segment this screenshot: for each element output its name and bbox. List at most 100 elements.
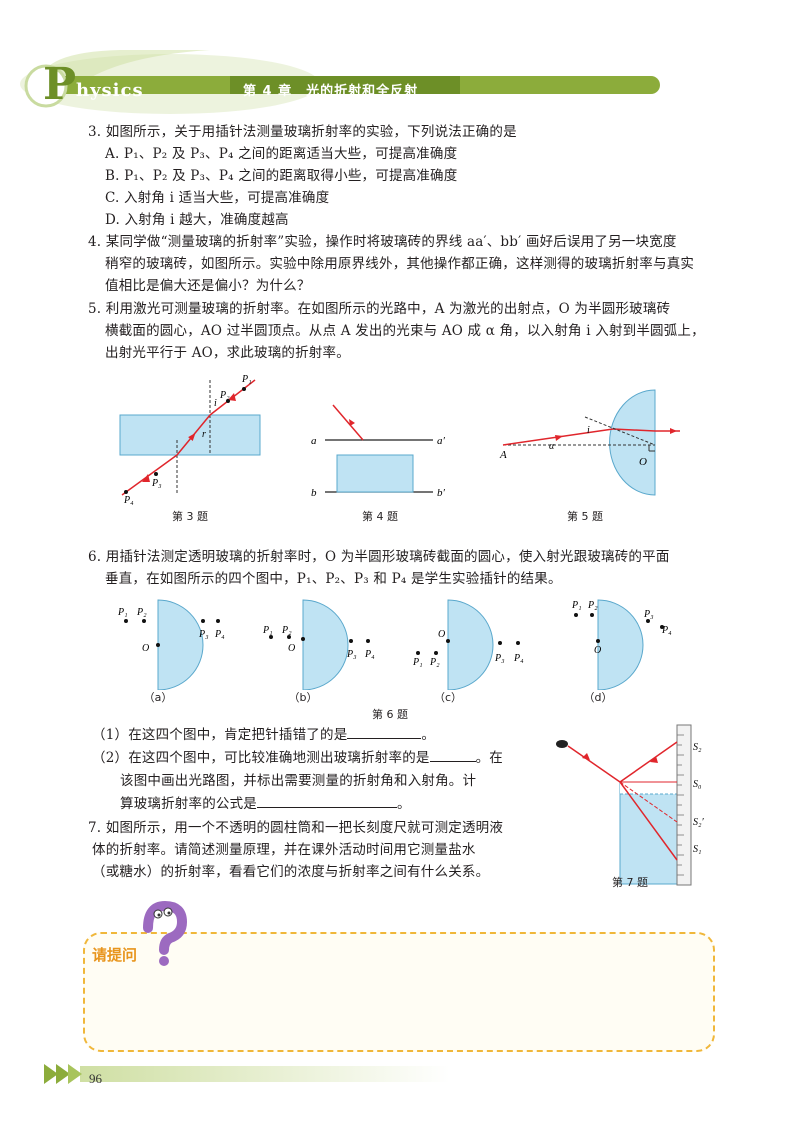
ruler-ticks <box>677 734 684 876</box>
sight-ray <box>567 745 621 783</box>
reflected-ray <box>619 741 678 783</box>
svg-text:P₃: P₃ <box>346 649 357 660</box>
svg-text:P₃: P₃ <box>494 653 505 664</box>
empty-space <box>620 782 684 794</box>
pin-p3 <box>154 472 158 476</box>
emergent-ray <box>121 454 178 496</box>
q7-line-1: 7. 如图所示，用一个不透明的圆柱筒和一把长刻度尺就可测定透明液 <box>88 820 504 836</box>
q6-part-2-line-3: 算玻璃折射率的公式是。 <box>120 793 411 816</box>
figure-6: P₁ P₂ P₃ P₄ O P₁ P₂ P₃ P₄ O P₁ P₂ P₃ P₄ … <box>117 599 672 690</box>
semicircle-glass <box>609 389 656 496</box>
label-s0: S₀ <box>693 779 702 790</box>
ask-label: 请提问 <box>92 946 138 964</box>
svg-text:P₄: P₄ <box>661 625 672 636</box>
q6-part-2-end: 。在 <box>475 750 503 766</box>
q5-line-2: 横截面的圆心，AO 过半圆顶点。从点 A 发出的光束与 AO 成 α 角，以入射… <box>105 323 705 339</box>
q4-line-2: 稍窄的玻璃砖，如图所示。实验中除用原界线外，其他操作都正确，这样测得的玻璃折射率… <box>105 256 695 272</box>
label-i: i <box>587 425 590 436</box>
label-a-point: A <box>499 449 507 461</box>
normal-line <box>584 416 656 446</box>
q7-line-2: 体的折射率。请简述测量原理，并在课外活动时间用它测量盐水 <box>92 842 476 858</box>
panel-c-label: （c） <box>433 691 463 704</box>
arrow-head <box>650 756 658 763</box>
pin-p4 <box>124 490 128 494</box>
svg-text:P₄: P₄ <box>214 629 225 640</box>
svg-text:O: O <box>142 643 149 654</box>
q5-line-3: 出射光平行于 AO，求此玻璃的折射率。 <box>105 345 350 361</box>
question-box[interactable] <box>83 932 715 1052</box>
figure-7-caption: 第 7 题 <box>612 876 648 889</box>
panel-a: P₁ P₂ P₃ P₄ O <box>117 599 225 690</box>
pin-p1 <box>242 387 246 391</box>
label-p4: P₄ <box>123 495 134 505</box>
panel-b: P₁ P₂ P₃ P₄ O <box>262 599 375 690</box>
refracted-ray <box>612 428 656 432</box>
narrow-glass-block <box>336 454 414 493</box>
label-s1: S₁ <box>693 844 701 855</box>
arrow-head <box>582 753 590 760</box>
q6-part-1: （1）在这四个图中，肯定把针插错了的是 。 <box>92 724 435 747</box>
svg-text:P₃: P₃ <box>198 629 209 640</box>
q3-option-a: A. P₁、P₂ 及 P₃、P₄ 之间的距离适当大些，可提高准确度 <box>105 146 458 162</box>
liquid-container <box>619 781 685 885</box>
header-banner <box>20 50 660 114</box>
svg-text:P₄: P₄ <box>513 653 524 664</box>
arrow-head <box>228 393 236 401</box>
label-o: O <box>639 456 647 468</box>
q6-part-2-text: （2）在这四个图中，可比较准确地测出玻璃折射率的是 <box>92 750 430 766</box>
q3-option-c: C. 入射角 i 适当大些，可提高准确度 <box>105 190 330 206</box>
svg-text:P₂: P₂ <box>429 657 440 668</box>
footer-bar <box>44 1064 450 1084</box>
label-r: r <box>202 429 206 440</box>
svg-text:P₄: P₄ <box>364 649 375 660</box>
svg-text:P₃: P₃ <box>643 609 654 620</box>
pin-p2 <box>226 399 230 403</box>
panel-d: P₁ P₂ P₃ P₄ O <box>571 599 672 690</box>
figure-6-caption: 第 6 题 <box>372 708 408 721</box>
q3-option-d: D. 入射角 i 越大，准确度越高 <box>105 212 289 228</box>
chapter-title: 第 4 章 光的折射和全反射 <box>243 84 419 99</box>
panel-c: P₁ P₂ P₃ P₄ O <box>412 599 524 690</box>
svg-text:O: O <box>594 645 601 656</box>
svg-text:P₁: P₁ <box>412 657 423 668</box>
svg-text:O: O <box>288 643 295 654</box>
label-p2: P₂ <box>219 390 230 401</box>
panel-a-label: （a） <box>143 691 173 704</box>
q6-part-1-end: 。 <box>421 727 436 743</box>
answer-blank[interactable] <box>257 793 397 808</box>
q7-line-3: （或糖水）的折射率，看看它们的浓度与折射率之间有什么关系。 <box>92 864 490 880</box>
q3-option-b: B. P₁、P₂ 及 P₃、P₄ 之间的距离取得小些，可提高准确度 <box>105 168 458 184</box>
panel-b-label: （b） <box>288 691 318 704</box>
label-p1: P₁ <box>241 374 252 385</box>
q6-part-2-line-2: 该图中画出光路图，并标出需要测量的折射角和入射角。计 <box>120 773 477 789</box>
arrow-head <box>142 474 150 482</box>
svg-text:O: O <box>438 629 445 640</box>
q6-line-1: 6. 用插针法测定透明玻璃的折射率时，O 为半圆形玻璃砖截面的圆心，使入射光跟玻… <box>88 549 670 565</box>
q6-part-1-text: （1）在这四个图中，肯定把针插错了的是 <box>92 727 348 743</box>
q3-stem: 3. 如图所示，关于用插针法测量玻璃折射率的实验，下列说法正确的是 <box>88 124 517 140</box>
glass-block <box>119 414 261 456</box>
figure-3-caption: 第 3 题 <box>172 510 208 523</box>
label-i: i <box>214 398 217 409</box>
answer-blank[interactable] <box>347 724 422 739</box>
answer-blank[interactable] <box>429 747 476 762</box>
question-mark-mascot-icon <box>143 900 188 966</box>
svg-text:P₂: P₂ <box>587 600 598 611</box>
q6-part-2: （2）在这四个图中，可比较准确地测出玻璃折射率的是 。在 <box>92 747 503 770</box>
refracted-ray <box>619 781 678 861</box>
figure-4-caption: 第 4 题 <box>362 510 398 523</box>
svg-text:P₂: P₂ <box>281 625 292 636</box>
arrow-head <box>555 435 563 441</box>
figure-5-caption: 第 5 题 <box>567 510 603 523</box>
q6-formula-text: 算玻璃折射率的公式是 <box>120 796 257 812</box>
panel-d-label: （d） <box>583 691 613 704</box>
brand-letter: P <box>43 59 77 110</box>
figure-4: a a′ b b′ <box>311 404 446 499</box>
label-b-prime: b′ <box>437 487 446 499</box>
arrow-head <box>670 428 677 434</box>
label-p3: P₃ <box>151 478 162 489</box>
svg-text:P₁: P₁ <box>262 625 273 636</box>
q5-line-1: 5. 利用激光可测量玻璃的折射率。在如图所示的光路中，A 为激光的出射点，O 为… <box>88 301 671 317</box>
label-b: b <box>311 487 317 499</box>
label-s2-prime: S₂′ <box>693 817 704 828</box>
